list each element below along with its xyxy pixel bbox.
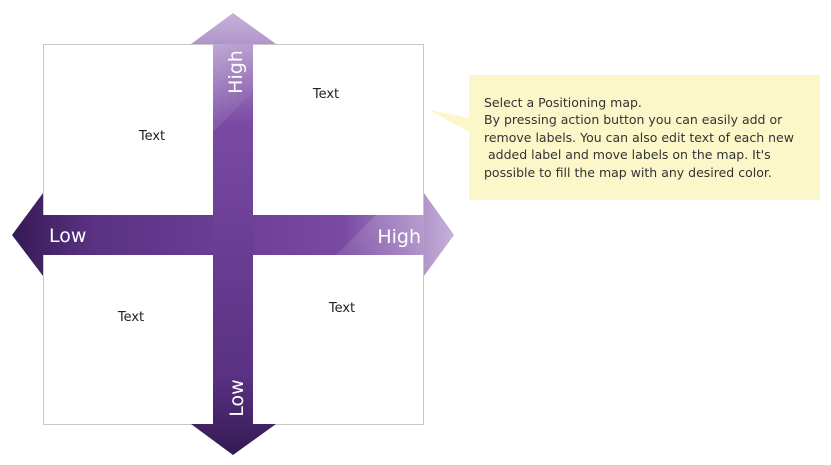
quadrant-label-top-left[interactable]: Text bbox=[138, 129, 165, 144]
axis-label-vertical-low: Low bbox=[226, 379, 248, 416]
arrow-highlight bbox=[336, 215, 424, 255]
arrow-highlight bbox=[213, 44, 253, 132]
axis-label-vertical-high: High bbox=[225, 50, 247, 94]
callout-text: Select a Positioning map. By pressing ac… bbox=[484, 95, 794, 180]
axis-label-horizontal-high: High bbox=[377, 226, 421, 248]
quadrant-label-bottom-left[interactable]: Text bbox=[117, 310, 144, 325]
quadrant-label-top-right[interactable]: Text bbox=[312, 87, 339, 102]
axis-label-horizontal-low: Low bbox=[49, 225, 86, 247]
vertical-axis-arrow bbox=[191, 13, 276, 455]
callout-bubble bbox=[429, 75, 820, 200]
quadrant-label-bottom-right[interactable]: Text bbox=[328, 301, 355, 316]
